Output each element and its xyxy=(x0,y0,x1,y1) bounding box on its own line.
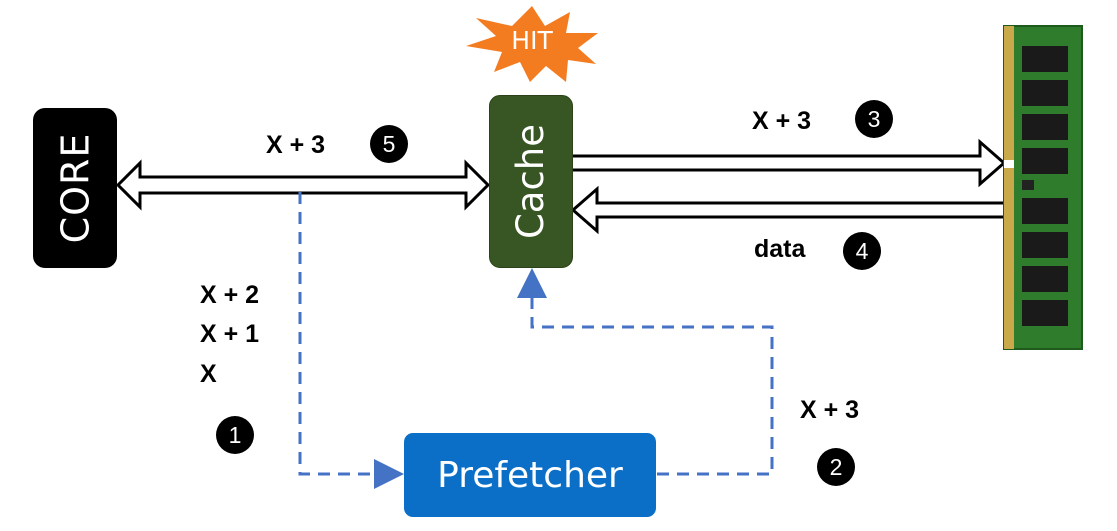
hit-burst-shape xyxy=(466,6,598,82)
prefetch-request-label: X + 3 xyxy=(800,396,860,424)
access-x-label: X xyxy=(200,360,217,388)
prefetcher-label: Prefetcher xyxy=(437,454,623,496)
step-4-badge: 4 xyxy=(843,232,881,270)
step-2-badge: 2 xyxy=(817,448,855,486)
prefetcher-node: Prefetcher xyxy=(404,433,656,517)
step-5-badge: 5 xyxy=(370,125,408,163)
memory-to-cache-arrow xyxy=(570,185,1004,235)
prefetcher-to-cache-dashed-arrow xyxy=(517,268,774,476)
cache-label: Cache xyxy=(509,123,553,240)
core-cache-request-label: X + 3 xyxy=(266,131,326,159)
cache-node: Cache xyxy=(489,95,573,268)
access-x2-label: X + 2 xyxy=(200,281,260,309)
step-1-badge: 1 xyxy=(216,416,254,454)
ram-stick-icon xyxy=(1003,25,1083,350)
step-3-badge: 3 xyxy=(855,100,893,138)
core-label: CORE xyxy=(53,132,98,244)
core-cache-bidirectional-arrow xyxy=(115,159,491,211)
access-x1-label: X + 1 xyxy=(200,320,260,348)
memory-data-label: data xyxy=(754,235,806,263)
core-node: CORE xyxy=(33,108,117,268)
cache-memory-request-label: X + 3 xyxy=(752,107,812,135)
cache-to-memory-arrow xyxy=(573,138,1007,188)
hit-label: HIT xyxy=(511,26,553,55)
core-to-prefetcher-dashed-arrow xyxy=(298,192,404,489)
